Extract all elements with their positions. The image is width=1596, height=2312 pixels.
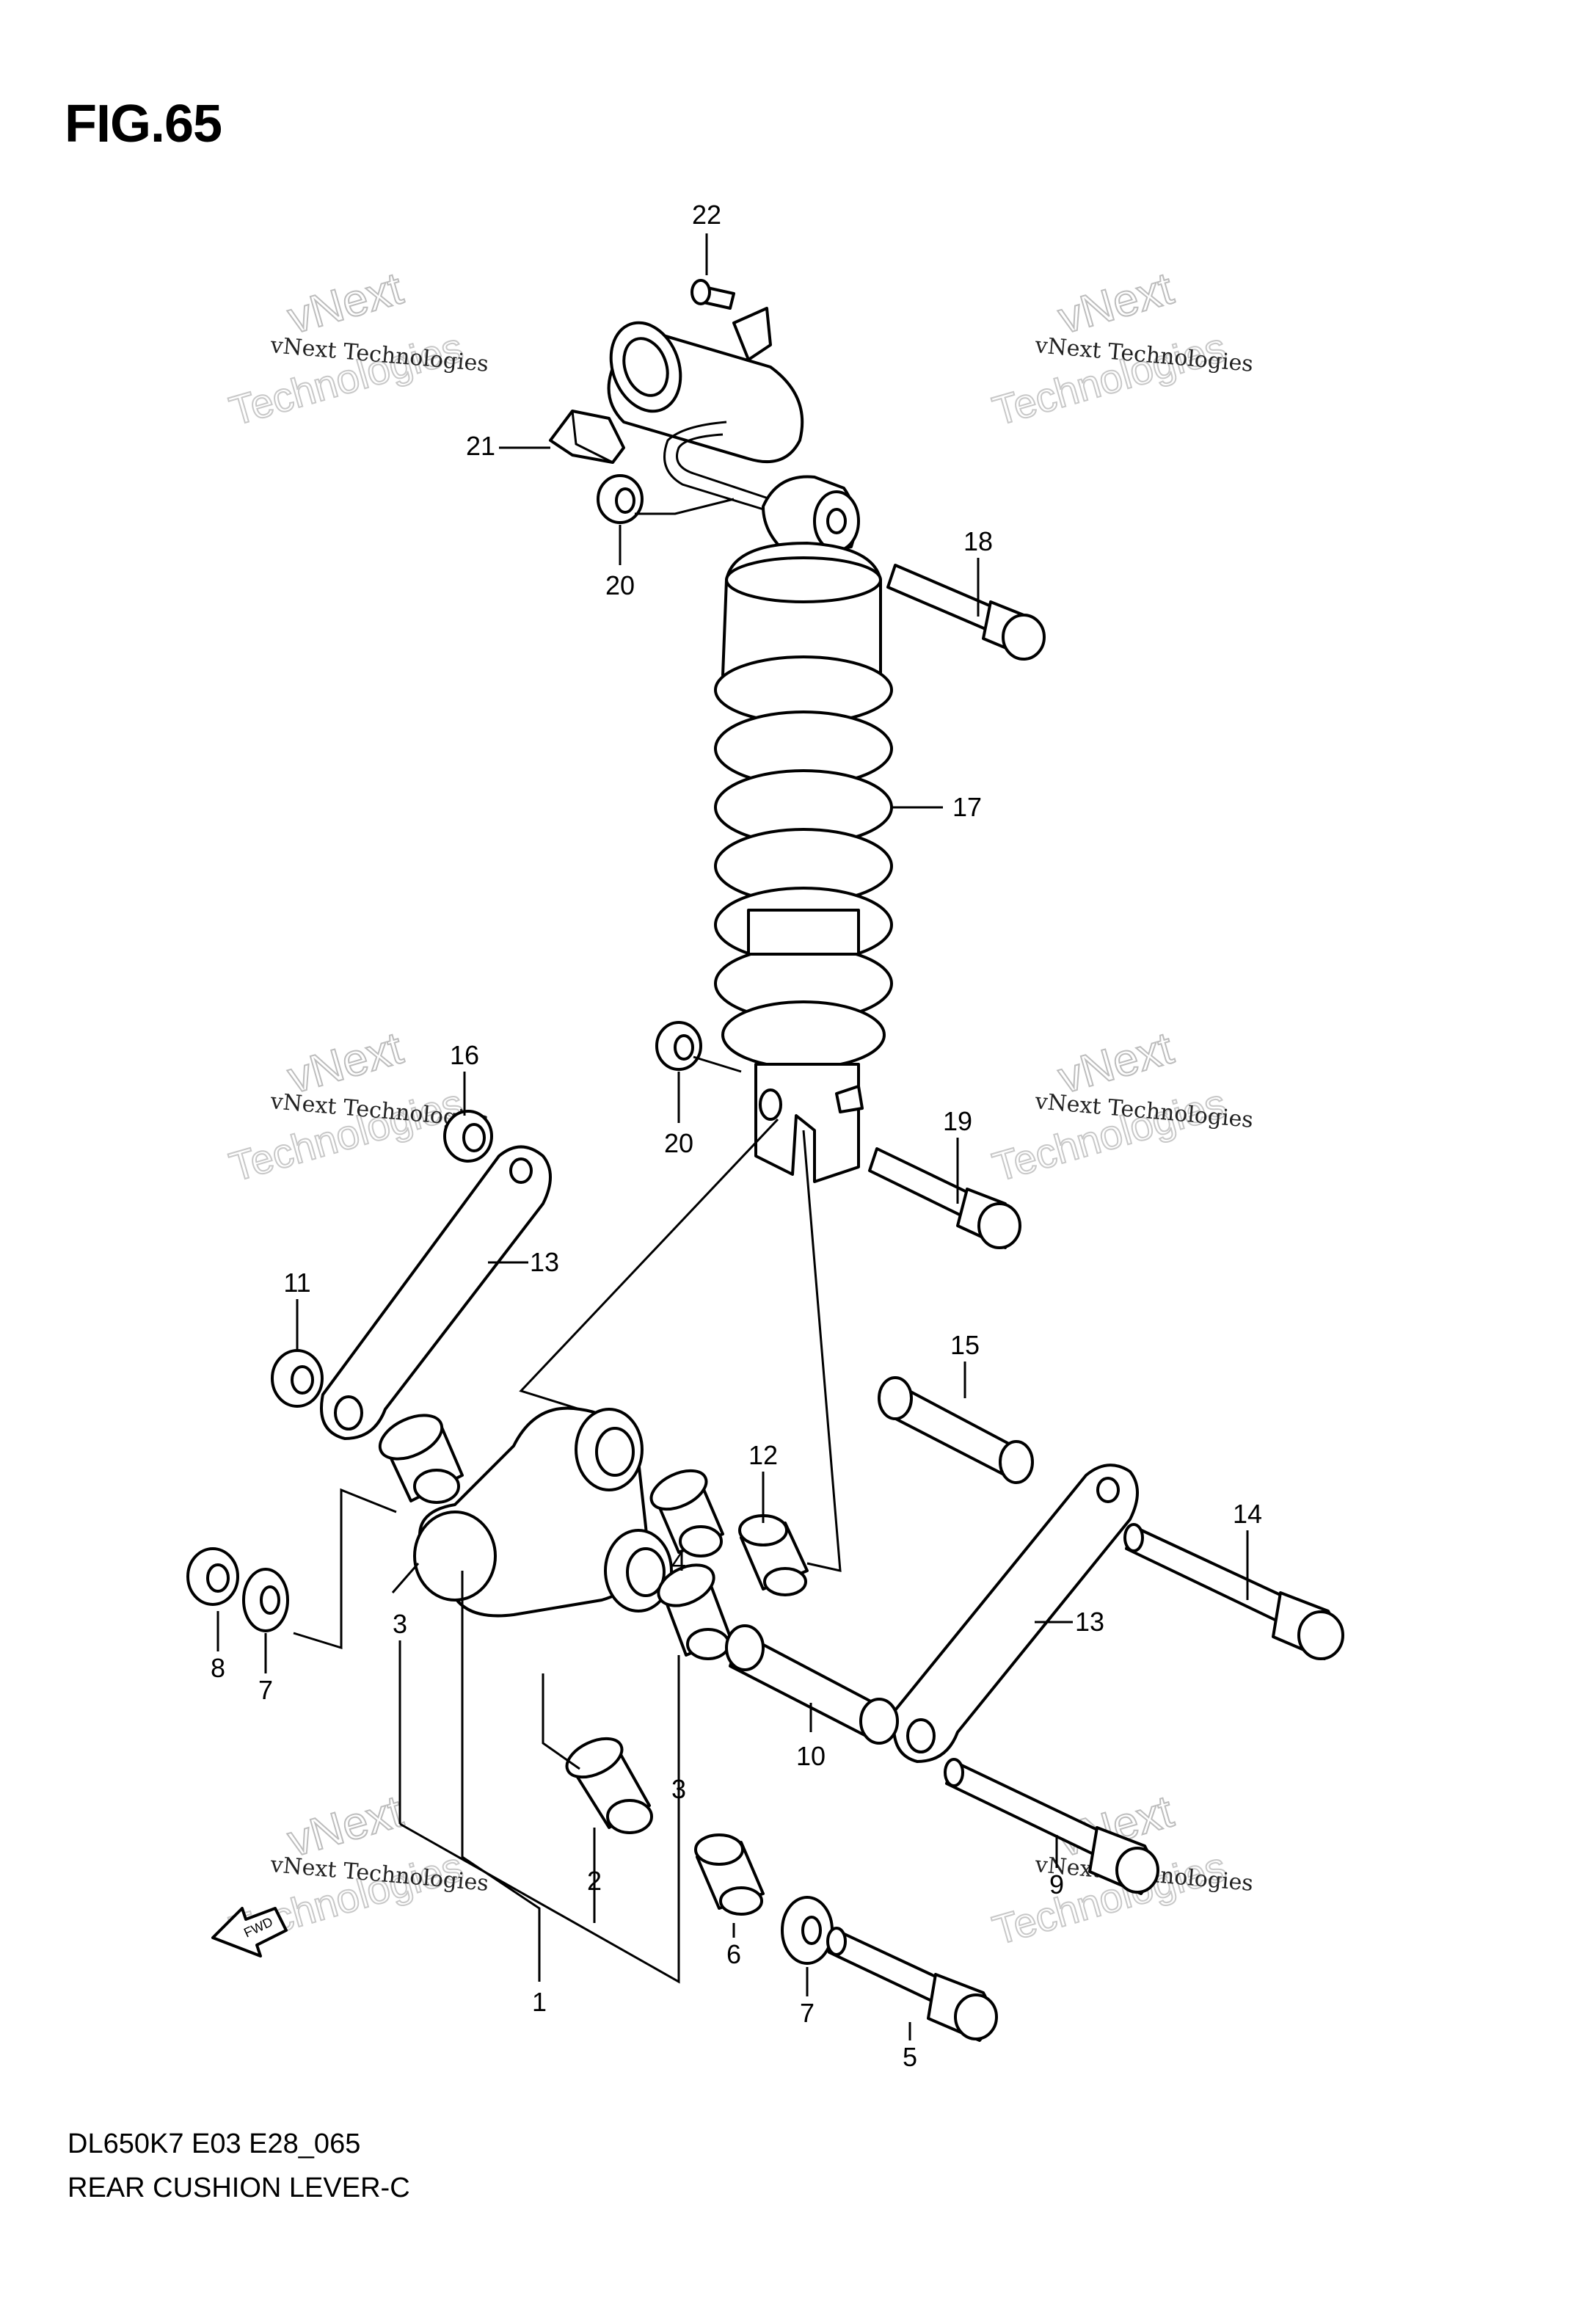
bolt-14 (1123, 1523, 1344, 1660)
nut-16 (443, 1110, 493, 1163)
nut-8 (186, 1547, 239, 1606)
callout-2: 2 (587, 1866, 602, 1896)
clamp-21 (549, 410, 625, 464)
nut-20-lower (655, 1021, 702, 1071)
diagram-name: REAR CUSHION LEVER-C (68, 2173, 410, 2203)
bolt-9 (944, 1758, 1159, 1895)
washer-7-right (781, 1896, 834, 1965)
bolt-5 (826, 1927, 998, 2042)
callout-13-left: 13 (530, 1247, 559, 1277)
watermark-top-left: vNext Technologies vNext Technologies (224, 262, 489, 435)
callout-16: 16 (450, 1040, 479, 1070)
collar-12 (738, 1514, 809, 1596)
callout-5: 5 (903, 2042, 917, 2072)
bearing-2 (565, 1737, 653, 1834)
callout-numbers: 22 21 20 18 17 16 20 19 13 11 15 12 4 14… (211, 200, 1262, 2072)
pipe-15 (878, 1376, 1034, 1484)
callout-14: 14 (1233, 1499, 1262, 1529)
figure-title: FIG.65 (65, 95, 222, 153)
callout-9: 9 (1049, 1869, 1064, 1900)
callout-3-left: 3 (393, 1609, 407, 1639)
bushing-3-left (378, 1414, 464, 1504)
nut-20-upper (597, 474, 644, 524)
bushing-3-right (657, 1563, 732, 1660)
rod-13-right (892, 1464, 1139, 1763)
collar-6 (694, 1833, 765, 1916)
washer-7-left (242, 1568, 289, 1632)
callout-7-right: 7 (800, 1998, 815, 2028)
guide-lines (293, 498, 842, 1770)
rear-shock-absorber (607, 307, 893, 1183)
callout-22: 22 (692, 200, 721, 230)
callout-21: 21 (466, 431, 495, 461)
diagram-code: DL650K7 E03 E28_065 (68, 2129, 361, 2159)
svg-text:vNext: vNext (1053, 263, 1178, 343)
callout-3-right: 3 (671, 1774, 686, 1804)
fwd-arrow: FWD (211, 1907, 288, 1957)
nut-11 (271, 1349, 324, 1408)
callout-8: 8 (211, 1653, 225, 1683)
callout-20-upper: 20 (605, 570, 635, 600)
bearing-4 (649, 1469, 724, 1557)
bolt-18 (886, 564, 1046, 661)
bolt-19 (868, 1147, 1021, 1249)
pipe-10 (725, 1624, 899, 1745)
callout-19: 19 (943, 1106, 972, 1136)
callout-15: 15 (950, 1330, 980, 1360)
callout-10: 10 (796, 1741, 826, 1771)
callout-11: 11 (283, 1268, 310, 1298)
watermark-middle-right: vNext Technologies vNext Technologies (987, 1022, 1254, 1190)
callout-leaders (216, 233, 1249, 2040)
callout-18: 18 (963, 526, 993, 556)
callout-1: 1 (532, 1987, 547, 2017)
callout-6: 6 (726, 1939, 741, 1969)
callout-4: 4 (671, 1546, 686, 1577)
svg-text:vNext: vNext (283, 263, 408, 343)
watermark-top-right: vNext Technologies vNext Technologies (987, 262, 1254, 435)
callout-20-lower: 20 (664, 1128, 693, 1158)
callout-17: 17 (952, 792, 982, 822)
callout-13-right: 13 (1075, 1607, 1104, 1637)
bolt-22 (690, 279, 735, 310)
callout-7-left: 7 (258, 1675, 273, 1705)
cushion-lever (413, 1406, 673, 1618)
rod-13-left (320, 1145, 552, 1440)
callout-12: 12 (748, 1440, 778, 1470)
